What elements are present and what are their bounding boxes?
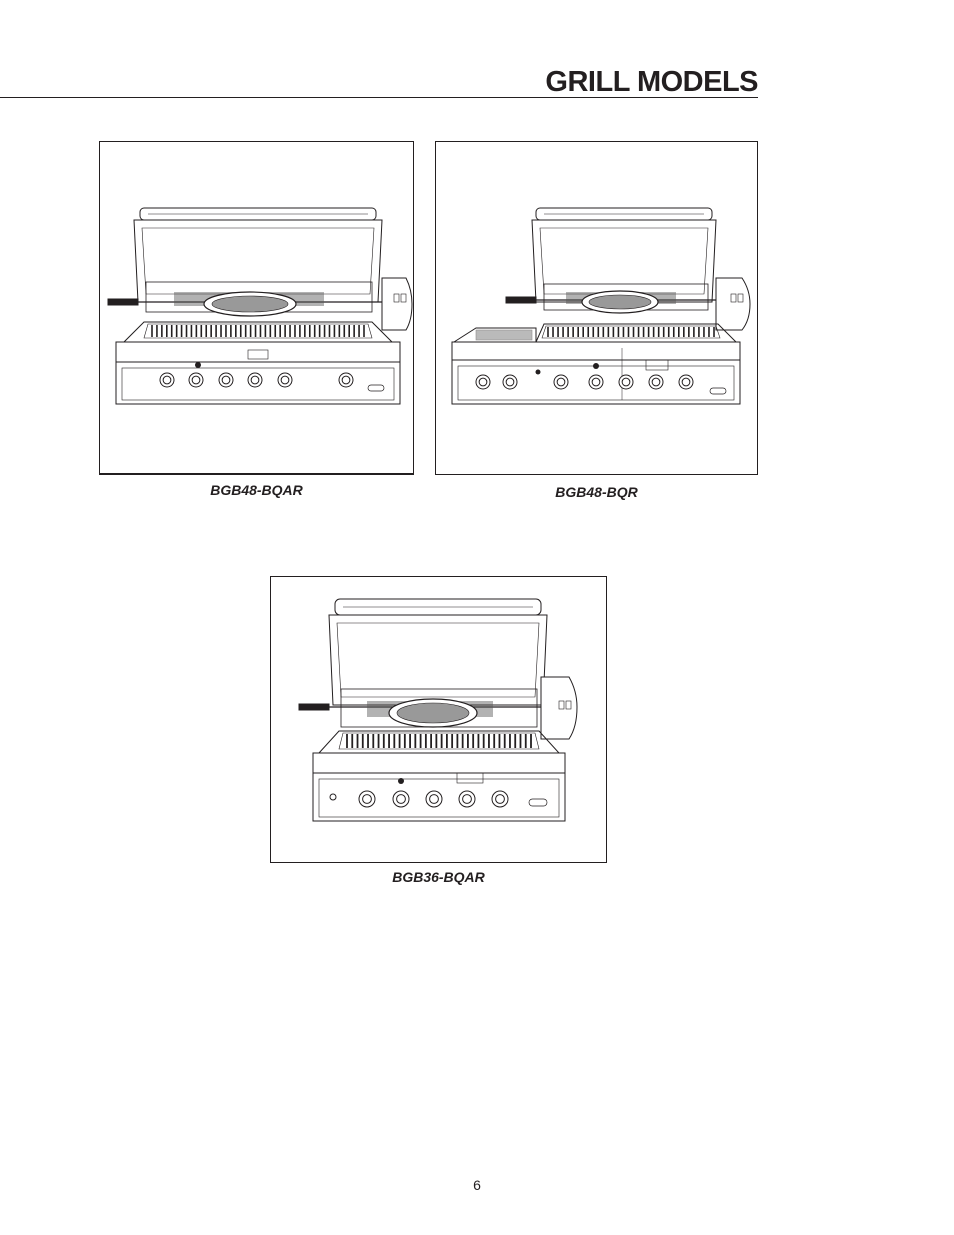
grill-illustration-bgb36-bqar [271,577,608,864]
figure-bgb48-bqr [435,141,758,475]
caption-bgb48-bqr: BGB48-BQR [435,484,758,500]
grill-illustration-bgb48-bqr [436,142,759,476]
page-number: 6 [447,1177,507,1193]
page-title: GRILL MODELS [540,62,758,102]
caption-bgb36-bqar: BGB36-BQAR [270,869,607,885]
figure-bgb36-bqar [270,576,607,863]
caption-bgb48-bqar: BGB48-BQAR [99,482,414,498]
grill-illustration-bgb48-bqar [100,142,415,476]
title-rule [0,97,758,98]
figure-bgb48-bqar [99,141,414,475]
